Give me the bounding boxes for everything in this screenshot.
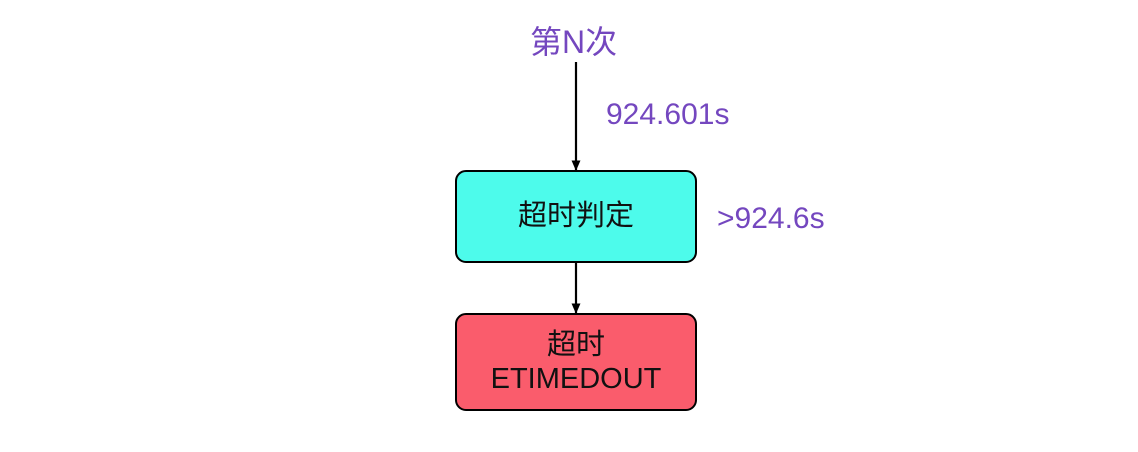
node-timeout-result[interactable]: 超时 ETIMEDOUT — [455, 313, 697, 411]
node-timeout-check[interactable]: 超时判定 — [455, 170, 697, 263]
node-timeout-result-line-2: ETIMEDOUT — [490, 363, 662, 395]
flowchart-start-label: 第N次 — [530, 24, 618, 60]
edge-label-check-to-result: >924.6s — [717, 202, 825, 235]
node-timeout-check-line-1: 超时判定 — [517, 200, 634, 233]
edge-label-start-to-check: 924.601s — [606, 98, 730, 131]
node-timeout-result-line-1: 超时 — [546, 328, 605, 361]
